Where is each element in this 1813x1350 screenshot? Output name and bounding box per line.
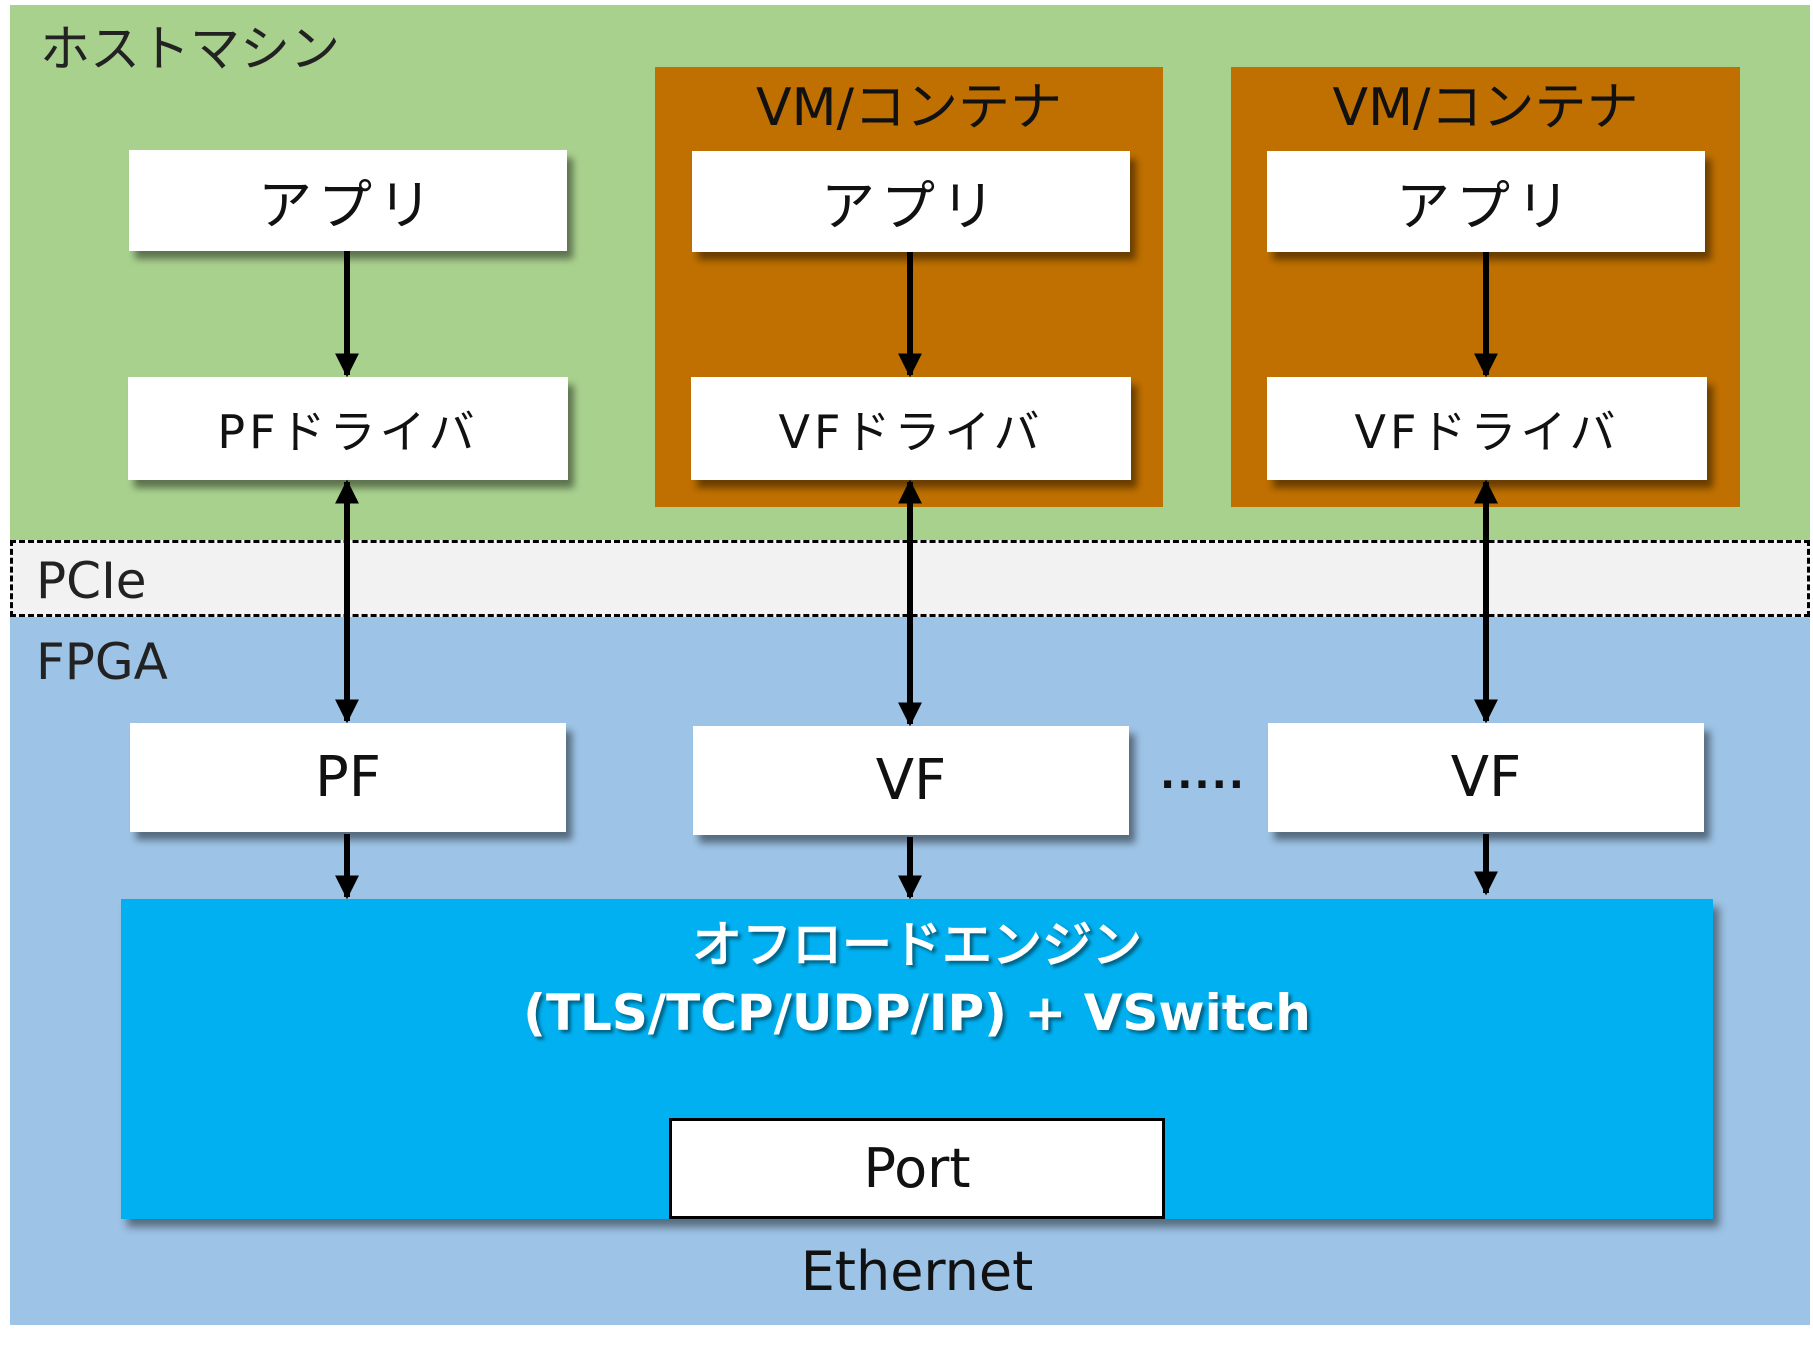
vm-1-app-box: アプリ: [692, 151, 1130, 252]
vm-2-app-box: アプリ: [1267, 151, 1705, 252]
ethernet-label: Ethernet: [800, 1240, 1034, 1303]
offload-engine-subtitle: (TLS/TCP/UDP/IP) + VSwitch: [523, 984, 1311, 1042]
more-functions-ellipsis: .....: [1160, 752, 1246, 798]
pf-function-box: PF: [130, 723, 566, 832]
pcie-label: PCIe: [36, 552, 147, 610]
vm-container-1-title: VM/コンテナ: [756, 78, 1062, 138]
pf-driver-box: PFドライバ: [128, 377, 568, 480]
port-box: Port: [669, 1118, 1165, 1219]
host-app-box: アプリ: [129, 150, 567, 251]
vf-function-box-2: VF: [1268, 723, 1704, 832]
vf-function-box-1: VF: [693, 726, 1129, 835]
vf-driver-box-2: VFドライバ: [1267, 377, 1707, 480]
offload-engine-title: オフロードエンジン: [692, 916, 1142, 974]
vf-driver-box-1: VFドライバ: [691, 377, 1131, 480]
fpga-label: FPGA: [36, 633, 168, 691]
vm-container-2-title: VM/コンテナ: [1332, 78, 1639, 138]
host-machine-label: ホストマシン: [40, 20, 340, 78]
